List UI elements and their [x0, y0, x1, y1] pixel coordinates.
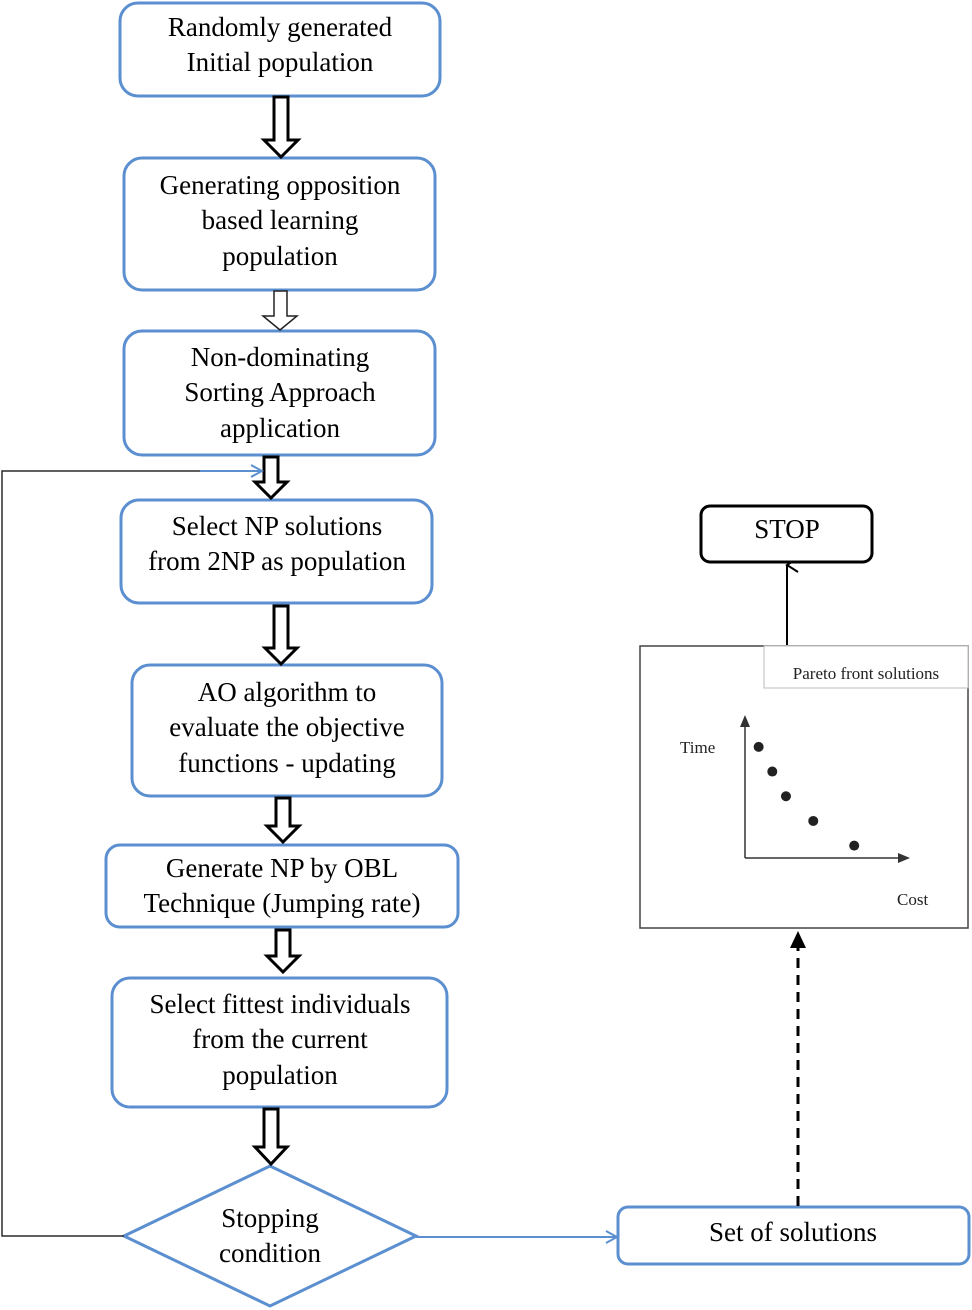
box-stop: STOP: [699, 504, 874, 564]
decision-line1: Stopping: [221, 1203, 319, 1233]
x-axis-arrowhead: [898, 853, 910, 863]
pareto-points: [753, 741, 860, 851]
flow-arrow-1: [260, 95, 302, 160]
box4-line1: Select NP solutions: [172, 511, 383, 541]
pareto-front-panel: Pareto front solutions Time Cost: [639, 645, 969, 929]
decision-line2: condition: [219, 1238, 321, 1268]
box-select-np-solutions: Select NP solutions from 2NP as populati…: [119, 498, 434, 605]
box-generate-np-obl: Generate NP by OBL Technique (Jumping ra…: [104, 843, 460, 929]
box5-line2: evaluate the objective: [169, 712, 404, 742]
pareto-point: [767, 766, 778, 777]
box3-line2: Sorting Approach: [184, 377, 376, 407]
dashed-arrow-to-pareto: [790, 931, 806, 1206]
box4-line2: from 2NP as population: [148, 546, 406, 576]
box6-line2: Technique (Jumping rate): [143, 888, 420, 918]
box-opposition-population: Generating opposition based learning pop…: [122, 156, 437, 292]
y-axis-arrowhead: [740, 715, 750, 727]
box1-line1: Randomly generated: [168, 12, 393, 42]
box-non-dominating-sorting: Non-dominating Sorting Approach applicat…: [122, 329, 437, 457]
box-ao-algorithm: AO algorithm to evaluate the objective f…: [130, 663, 444, 798]
pareto-point: [808, 815, 819, 826]
box7-line3: population: [222, 1060, 338, 1090]
flow-arrow-4: [261, 604, 301, 667]
flow-arrow-6: [263, 928, 303, 975]
box2-line1: Generating opposition: [160, 170, 401, 200]
box5-line3: functions - updating: [178, 748, 395, 778]
pareto-point: [849, 840, 860, 851]
pareto-point: [753, 741, 764, 752]
decision-stopping-condition: Stopping condition: [120, 1164, 420, 1308]
pareto-point: [780, 791, 791, 802]
pareto-title: Pareto front solutions: [793, 664, 939, 683]
box2-line3: population: [222, 241, 338, 271]
box2-line2: based learning: [202, 205, 359, 235]
loop-back-line: [1, 470, 256, 1237]
flow-arrow-3: [251, 455, 291, 501]
flow-arrow-5: [263, 796, 303, 845]
stop-label: STOP: [754, 514, 820, 544]
box7-line2: from the current: [192, 1024, 368, 1054]
box-set-of-solutions: Set of solutions: [616, 1205, 971, 1266]
box1-line2: Initial population: [187, 47, 374, 77]
box3-line3: application: [220, 413, 340, 443]
box7-line1: Select fittest individuals: [150, 989, 411, 1019]
y-axis-label: Time: [680, 738, 715, 757]
box5-line1: AO algorithm to: [198, 677, 376, 707]
flow-arrow-2: [260, 290, 300, 331]
box6-line1: Generate NP by OBL: [166, 853, 398, 883]
flow-arrow-7: [251, 1107, 291, 1167]
x-axis-label: Cost: [897, 890, 928, 909]
box-select-fittest: Select fittest individuals from the curr…: [110, 976, 449, 1109]
solutions-label: Set of solutions: [709, 1217, 877, 1247]
box-random-initial-population: Randomly generated Initial population: [118, 1, 442, 98]
box3-line1: Non-dominating: [191, 342, 369, 372]
